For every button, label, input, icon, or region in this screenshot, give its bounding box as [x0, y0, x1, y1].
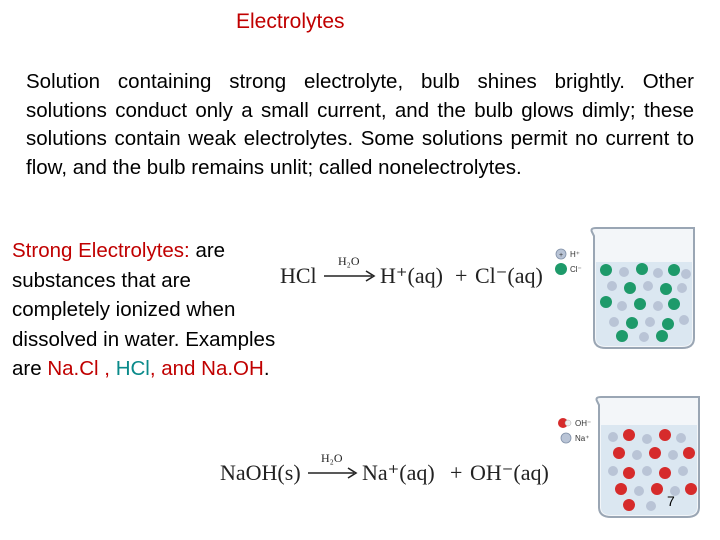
- strong-electrolytes-block: Strong Electrolytes: are substances that…: [12, 236, 282, 384]
- separator-2: , and: [149, 357, 202, 380]
- hcl-beaker-illustration: + H⁺ Cl⁻: [550, 226, 700, 359]
- eq2-product-1: Na⁺(aq): [362, 460, 435, 485]
- reaction-arrow-icon: [324, 270, 376, 282]
- page-number: 7: [667, 493, 675, 509]
- eq1-product-1: H⁺(aq): [380, 263, 443, 288]
- separator-1: ,: [98, 357, 116, 380]
- eq2-product-2: OH⁻(aq): [470, 460, 549, 485]
- strong-electrolytes-heading: Strong Electrolytes:: [12, 239, 190, 262]
- example-hcl: HCl: [115, 357, 150, 380]
- sentence-end: .: [263, 357, 270, 380]
- strong-electrolytes-text: are substances that are completely ioniz…: [12, 239, 276, 380]
- example-naoh: Na.OH: [201, 357, 264, 380]
- reaction-arrow-icon: [308, 467, 358, 479]
- eq2-over-arrow: H₂O: [321, 451, 343, 465]
- example-nacl: Na.Cl: [47, 357, 99, 380]
- eq1-reactant: HCl: [280, 263, 317, 288]
- legend-ion-2: Na⁺: [575, 434, 589, 443]
- hcl-dissociation-equation: HCl H₂O H⁺(aq) + Cl⁻(aq): [280, 248, 560, 303]
- naoh-dissociation-equation: NaOH(s) H₂O Na⁺(aq) + OH⁻(aq): [220, 445, 560, 500]
- eq2-plus: +: [450, 460, 462, 485]
- eq1-over-arrow: H₂O: [338, 254, 360, 268]
- intro-paragraph: Solution containing strong electrolyte, …: [26, 70, 694, 179]
- ion-legend: + H⁺ Cl⁻: [555, 248, 582, 275]
- hcl-solution-ions: [600, 263, 691, 342]
- naoh-solution-ions: [608, 429, 697, 511]
- eq1-plus: +: [455, 263, 467, 288]
- eq1-product-2: Cl⁻(aq): [475, 263, 543, 288]
- legend-ion-2: Cl⁻: [570, 265, 582, 274]
- legend-ion-1: OH⁻: [575, 419, 591, 428]
- svg-text:+: +: [559, 252, 563, 259]
- eq2-reactant: NaOH(s): [220, 460, 301, 485]
- naoh-beaker-illustration: OH⁻ Na⁺: [555, 395, 705, 528]
- legend-ion-1: H⁺: [570, 250, 580, 259]
- ion-legend: OH⁻ Na⁺: [558, 418, 591, 444]
- slide-title: Electrolytes: [236, 10, 345, 33]
